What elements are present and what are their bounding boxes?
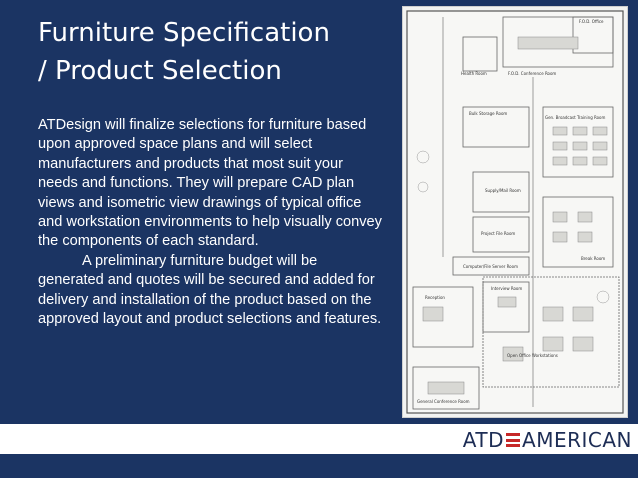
room-supply-mail xyxy=(472,171,530,213)
room-fod-office xyxy=(572,16,614,54)
room-bulk-storage xyxy=(462,106,530,148)
label-general-conference: General Conference Room xyxy=(417,399,470,404)
room-reception xyxy=(412,286,474,348)
label-open-office: Open Office Workstations xyxy=(507,353,558,358)
logo-text-left: ATD xyxy=(462,428,505,452)
label-interview: Interview Room xyxy=(491,286,522,291)
floor-plan-image: F.O.D. Office Health Room F.O.D. Confere… xyxy=(402,6,628,418)
bottom-band xyxy=(0,454,638,478)
footer-band xyxy=(0,424,638,454)
label-health-room: Health Room xyxy=(461,71,487,76)
label-bulk-storage: Bulk Storage Room xyxy=(469,111,507,116)
logo-text-right: AMERICAN xyxy=(522,428,632,452)
title-line-2: / Product Selection xyxy=(38,56,282,86)
slide-title: Furniture Specification / Product Select… xyxy=(38,14,378,90)
room-general-conference xyxy=(412,366,480,410)
label-fod-office: F.O.D. Office xyxy=(579,19,604,24)
label-computer-server: Computer/File Server Room xyxy=(463,264,518,269)
floor-plan-drawing: F.O.D. Office Health Room F.O.D. Confere… xyxy=(406,10,624,414)
room-broadcast-training xyxy=(542,106,614,178)
room-open-office xyxy=(482,276,620,388)
atd-american-logo: ATD AMERICAN xyxy=(463,428,632,452)
body-paragraph-2: A preliminary furniture budget will be g… xyxy=(38,252,382,328)
body-paragraph-1: ATDesign will finalize selections for fu… xyxy=(38,117,382,250)
logo-stripes-icon xyxy=(506,432,521,448)
label-supply-mail: Supply/Mail Room xyxy=(485,188,521,193)
room-computer-server xyxy=(452,256,530,276)
label-reception: Reception xyxy=(425,295,445,300)
room-project-file xyxy=(472,216,530,253)
label-fod-conference: F.O.D. Conference Room xyxy=(508,71,556,76)
room-health xyxy=(462,36,498,72)
slide-body: ATDesign will finalize selections for fu… xyxy=(38,116,383,329)
label-break-room: Break Room xyxy=(581,256,605,261)
label-broadcast-training: Gen. Broadcast Training Room xyxy=(545,115,606,120)
label-project-file: Project File Room xyxy=(481,231,515,236)
room-break xyxy=(542,196,614,268)
title-line-1: Furniture Specification xyxy=(38,18,330,48)
